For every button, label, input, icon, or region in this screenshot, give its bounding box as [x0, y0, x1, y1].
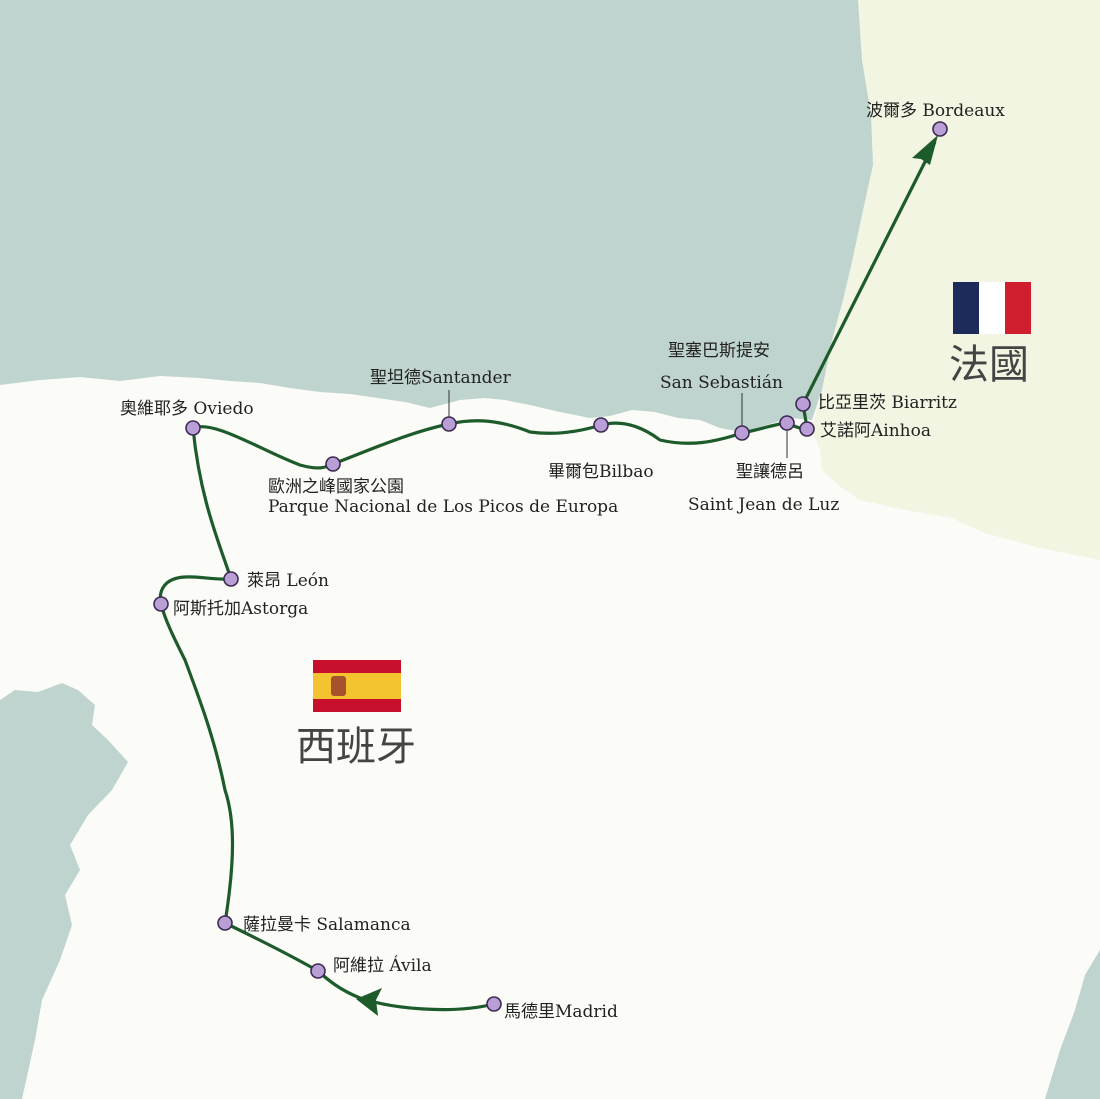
route-arrow-end: [912, 135, 938, 165]
stop-santander[interactable]: [441, 416, 457, 432]
spain-flag-top: [313, 660, 401, 673]
label-astorga: 阿斯托加Astorga: [173, 599, 308, 619]
stop-markers: [153, 121, 948, 1012]
spain-flag-middle: [313, 673, 401, 699]
mediterranean-corner: [1045, 950, 1100, 1099]
label-bordeaux: 波爾多 Bordeaux: [866, 101, 1005, 121]
label-madrid: 馬德里Madrid: [504, 1002, 618, 1022]
france-flag: [953, 282, 1031, 334]
bay-of-biscay: [0, 0, 873, 432]
label-leon: 萊昂 León: [247, 571, 329, 591]
spain-flag: [313, 660, 401, 712]
stop-biarritz[interactable]: [795, 396, 811, 412]
stop-astorga[interactable]: [153, 596, 169, 612]
label-oviedo: 奧維耶多 Oviedo: [120, 399, 254, 419]
label-salamanca: 薩拉曼卡 Salamanca: [243, 915, 411, 935]
gironde-spit: [880, 0, 935, 112]
label-ainhoa: 艾諾阿Ainhoa: [820, 421, 931, 441]
label-santander: 聖坦德Santander: [370, 368, 512, 388]
spain-label: 西班牙: [296, 724, 416, 770]
stop-madrid[interactable]: [486, 996, 502, 1012]
france-label: 法國: [949, 342, 1029, 388]
stop-bilbao[interactable]: [593, 417, 609, 433]
label-bilbao: 畢爾包Bilbao: [548, 462, 654, 482]
label-san-sebastian-zh: 聖塞巴斯提安: [668, 341, 770, 361]
stop-leon[interactable]: [223, 571, 239, 587]
spain-coat-of-arms-icon: [331, 676, 346, 696]
stop-labels: 馬德里Madrid 阿維拉 Ávila 薩拉曼卡 Salamanca 阿斯托加A…: [120, 101, 1005, 1022]
label-avila: 阿維拉 Ávila: [333, 955, 432, 976]
france-land: [812, 0, 1100, 560]
route-arrow-start: [356, 988, 382, 1016]
stop-avila[interactable]: [310, 963, 326, 979]
label-san-sebastian-en: San Sebastián: [660, 373, 783, 393]
stop-ainhoa[interactable]: [799, 421, 815, 437]
stop-bordeaux[interactable]: [932, 121, 948, 137]
stop-san-sebastian[interactable]: [734, 425, 750, 441]
france-flag-white: [979, 282, 1005, 334]
stop-picos[interactable]: [325, 456, 341, 472]
stop-saint-jean-de-luz[interactable]: [779, 415, 795, 431]
france-flag-red: [1005, 282, 1031, 334]
label-saint-jean-de-luz-en: Saint Jean de Luz: [688, 495, 839, 515]
label-picos-zh: 歐洲之峰國家公園: [268, 477, 404, 497]
label-saint-jean-de-luz-zh: 聖讓德呂: [736, 461, 804, 482]
stop-salamanca[interactable]: [217, 915, 233, 931]
spain-flag-bottom: [313, 699, 401, 712]
label-picos-en: Parque Nacional de Los Picos de Europa: [268, 497, 618, 517]
label-biarritz: 比亞里茨 Biarritz: [818, 393, 957, 413]
france-flag-blue: [953, 282, 979, 334]
atlantic-west: [0, 683, 128, 1099]
stop-oviedo[interactable]: [185, 420, 201, 436]
